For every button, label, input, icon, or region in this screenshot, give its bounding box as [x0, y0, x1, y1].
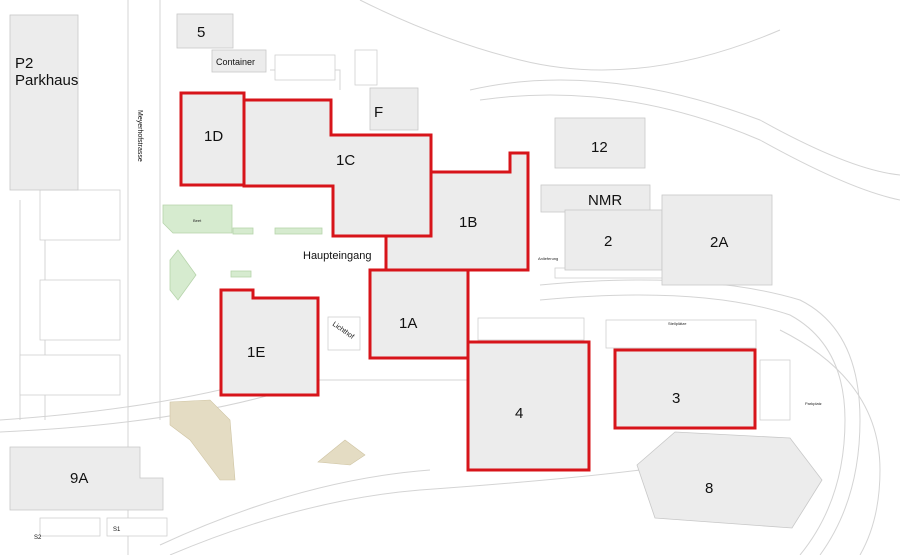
- building-2a[interactable]: [661, 194, 773, 286]
- label-s1: S1: [113, 527, 121, 533]
- label-beet: Beet: [193, 218, 202, 223]
- label-nmr: NMR: [588, 192, 622, 209]
- building-f[interactable]: [369, 87, 419, 131]
- label-anlieferung: Anlieferung: [538, 256, 558, 261]
- building-1e[interactable]: [219, 288, 320, 397]
- label-container: Container: [216, 57, 255, 67]
- label-stellplaetze: Stellplätze: [668, 321, 687, 326]
- label-9a: 9A: [70, 470, 88, 487]
- label-f: F: [374, 104, 383, 121]
- building-1b[interactable]: [384, 151, 530, 272]
- label-1e: 1E: [247, 344, 265, 361]
- building-3[interactable]: [613, 348, 757, 430]
- label-s2: S2: [34, 535, 42, 541]
- label-1a: 1A: [399, 315, 417, 332]
- label-1b: 1B: [459, 214, 477, 231]
- building-4[interactable]: [466, 340, 591, 472]
- label-5: 5: [197, 24, 205, 41]
- label-1c: 1C: [336, 152, 355, 169]
- label-1d: 1D: [204, 128, 223, 145]
- building-1a[interactable]: [368, 268, 470, 360]
- sand-area: [169, 399, 236, 481]
- building-nmr[interactable]: [540, 184, 651, 213]
- building-8[interactable]: [636, 431, 823, 529]
- building-2[interactable]: [564, 209, 663, 271]
- label-2: 2: [604, 233, 612, 250]
- label-parkhaus: Parkhaus: [15, 72, 78, 89]
- building-9a[interactable]: [9, 446, 164, 511]
- building-1d[interactable]: [179, 91, 246, 187]
- label-2a: 2A: [710, 234, 728, 251]
- label-haupteingang: Haupteingang: [303, 250, 372, 262]
- label-p2: P2: [15, 55, 33, 72]
- street-label: Meyerhofstrasse: [136, 110, 143, 162]
- building-container[interactable]: [211, 49, 267, 73]
- building-p2[interactable]: [9, 14, 79, 191]
- label-12: 12: [591, 139, 608, 156]
- building-5[interactable]: [176, 13, 234, 49]
- lichthof: [327, 316, 361, 351]
- building-12[interactable]: [554, 117, 646, 169]
- label-4: 4: [515, 405, 523, 422]
- beet-area: [162, 204, 233, 234]
- label-3: 3: [672, 390, 680, 407]
- label-parkplatz: Parkplatz: [805, 401, 822, 406]
- label-8: 8: [705, 480, 713, 497]
